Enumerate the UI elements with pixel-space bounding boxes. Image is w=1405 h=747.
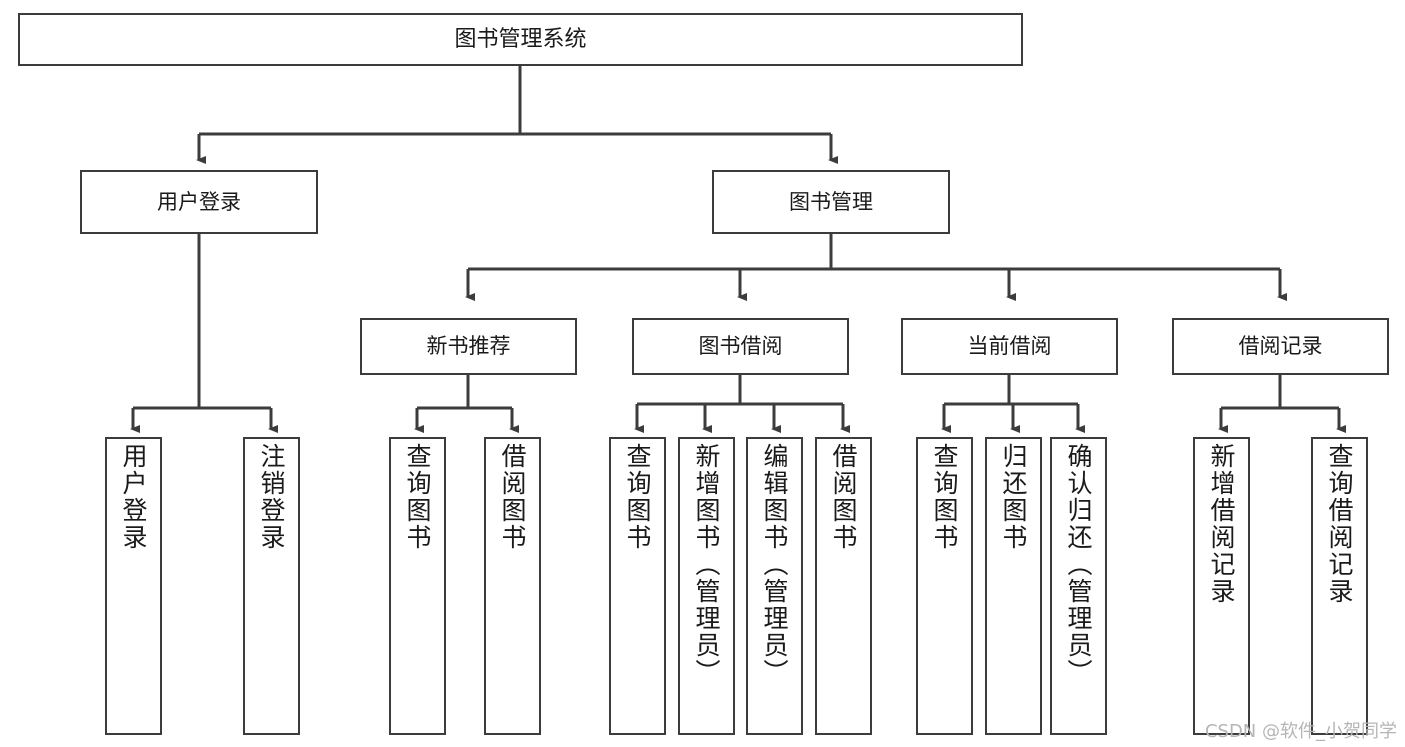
- leaf-query-book-rec[interactable]: 查询图书: [389, 437, 446, 735]
- node-current-borrow[interactable]: 当前借阅: [901, 318, 1118, 375]
- node-label: 用户登录: [119, 443, 148, 551]
- node-label: 编辑图书（管理员）: [760, 443, 789, 686]
- node-label: 归还图书: [999, 443, 1028, 551]
- leaf-borrow-book[interactable]: 借阅图书: [815, 437, 872, 735]
- node-book-management[interactable]: 图书管理: [712, 170, 950, 234]
- leaf-user-login[interactable]: 用户登录: [105, 437, 162, 735]
- node-label: 当前借阅: [967, 334, 1052, 359]
- node-label: 借阅图书: [829, 443, 858, 551]
- node-label: 查询借阅记录: [1325, 443, 1354, 605]
- node-label: 注销登录: [257, 443, 286, 551]
- leaf-confirm-return-admin[interactable]: 确认归还（管理员）: [1050, 437, 1107, 735]
- node-book-borrow[interactable]: 图书借阅: [632, 318, 849, 375]
- leaf-query-borrow-record[interactable]: 查询借阅记录: [1311, 437, 1368, 735]
- node-label: 新书推荐: [426, 334, 511, 359]
- leaf-add-book-admin[interactable]: 新增图书（管理员）: [678, 437, 735, 735]
- node-borrow-record[interactable]: 借阅记录: [1172, 318, 1389, 375]
- node-label: 图书管理: [789, 189, 873, 214]
- node-label: 查询图书: [623, 443, 652, 551]
- leaf-return-book[interactable]: 归还图书: [985, 437, 1042, 735]
- node-label: 新增借阅记录: [1207, 443, 1236, 605]
- leaf-edit-book-admin[interactable]: 编辑图书（管理员）: [746, 437, 803, 735]
- leaf-query-book-current[interactable]: 查询图书: [916, 437, 973, 735]
- watermark: CSDN @软件_小贺同学: [1204, 721, 1397, 742]
- node-user-login[interactable]: 用户登录: [80, 170, 318, 234]
- leaf-borrow-book-rec[interactable]: 借阅图书: [484, 437, 541, 735]
- node-label: 新增图书（管理员）: [692, 443, 721, 686]
- node-label: 借阅图书: [498, 443, 527, 551]
- node-label: 借阅记录: [1238, 334, 1323, 359]
- node-root-system[interactable]: 图书管理系统: [18, 13, 1023, 66]
- node-label: 用户登录: [157, 189, 241, 214]
- leaf-add-borrow-record[interactable]: 新增借阅记录: [1193, 437, 1250, 735]
- leaf-logout[interactable]: 注销登录: [243, 437, 300, 735]
- leaf-query-book-borrow[interactable]: 查询图书: [609, 437, 666, 735]
- node-label: 查询图书: [403, 443, 432, 551]
- node-label: 图书借阅: [698, 334, 783, 359]
- node-label: 查询图书: [930, 443, 959, 551]
- node-label: 确认归还（管理员）: [1064, 443, 1093, 686]
- node-label: 图书管理系统: [454, 26, 587, 52]
- node-new-book-recommend[interactable]: 新书推荐: [360, 318, 577, 375]
